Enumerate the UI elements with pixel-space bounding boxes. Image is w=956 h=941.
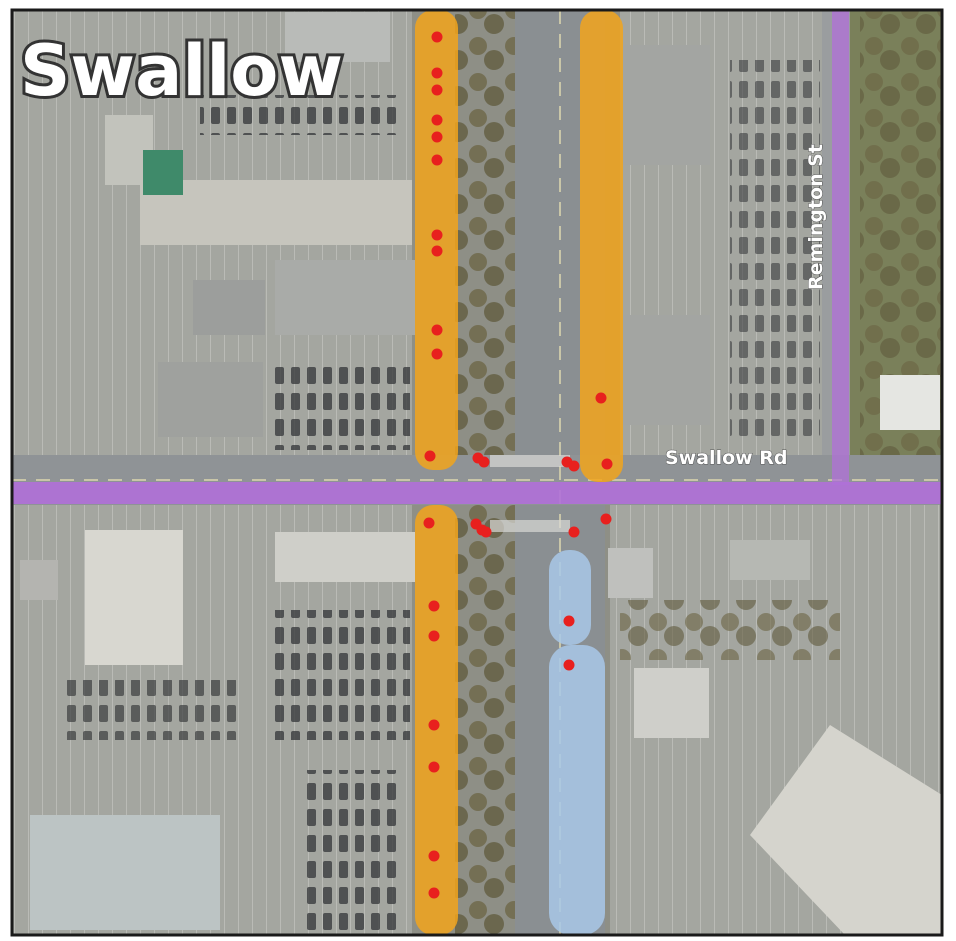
parked-cars [270,610,410,740]
crash-point[interactable] [428,600,440,612]
crash-point[interactable] [431,348,443,360]
purple-route-remington [832,10,849,485]
crash-point[interactable] [428,719,440,731]
building-roof [285,12,390,62]
crash-point[interactable] [428,887,440,899]
tree-canopy [620,600,840,660]
parked-cars [300,770,400,930]
building-roof [622,45,710,165]
building-roof-green [143,150,183,195]
crash-point[interactable] [423,517,435,529]
crash-point[interactable] [563,615,575,627]
building-roof [30,815,220,930]
crash-point[interactable] [431,245,443,257]
crosswalk [490,520,570,532]
building-roof [634,668,709,738]
purple-route-swallow [12,482,942,504]
map-title: Swallow [20,30,343,112]
crash-point[interactable] [428,850,440,862]
building-roof [750,725,942,935]
building-roof [140,180,412,245]
crash-point[interactable] [563,659,575,671]
parked-cars [200,95,400,135]
building-roof [20,560,58,600]
label-swallow-rd: Swallow Rd [665,447,788,469]
building-roof [880,375,940,430]
crash-point[interactable] [428,761,440,773]
crash-point[interactable] [431,84,443,96]
blue-segment-lower [549,645,605,935]
orange-corridor-east-north [580,10,623,482]
orange-corridor-west-south [415,505,458,935]
crash-point[interactable] [431,131,443,143]
building-roof [85,530,183,665]
crash-point[interactable] [595,392,607,404]
crash-point[interactable] [478,456,490,468]
crash-point[interactable] [480,526,492,538]
building-roof [730,540,810,580]
crash-point[interactable] [431,67,443,79]
crash-point[interactable] [568,526,580,538]
crash-point[interactable] [568,460,580,472]
crash-point[interactable] [601,458,613,470]
parked-cars [270,360,410,450]
crash-points [423,31,613,899]
building-roof [193,280,265,335]
building-roof [275,532,415,582]
blue-segment-upper [549,550,591,645]
tree-canopy [455,505,515,935]
crosswalk [490,455,570,467]
map-border [10,8,944,937]
crash-point[interactable] [431,154,443,166]
building-roof [158,362,263,437]
parked-cars [730,60,820,440]
tree-canopy [455,10,515,455]
crash-point[interactable] [428,630,440,642]
crash-point[interactable] [431,229,443,241]
label-remington-st: Remington St [805,144,827,290]
building-roof [608,548,653,598]
crash-point[interactable] [431,324,443,336]
building-roof [275,260,415,335]
parked-cars [60,680,240,740]
crash-point[interactable] [600,513,612,525]
crash-point[interactable] [431,114,443,126]
crash-point[interactable] [424,450,436,462]
building-roof [622,315,710,425]
crash-point[interactable] [431,31,443,43]
